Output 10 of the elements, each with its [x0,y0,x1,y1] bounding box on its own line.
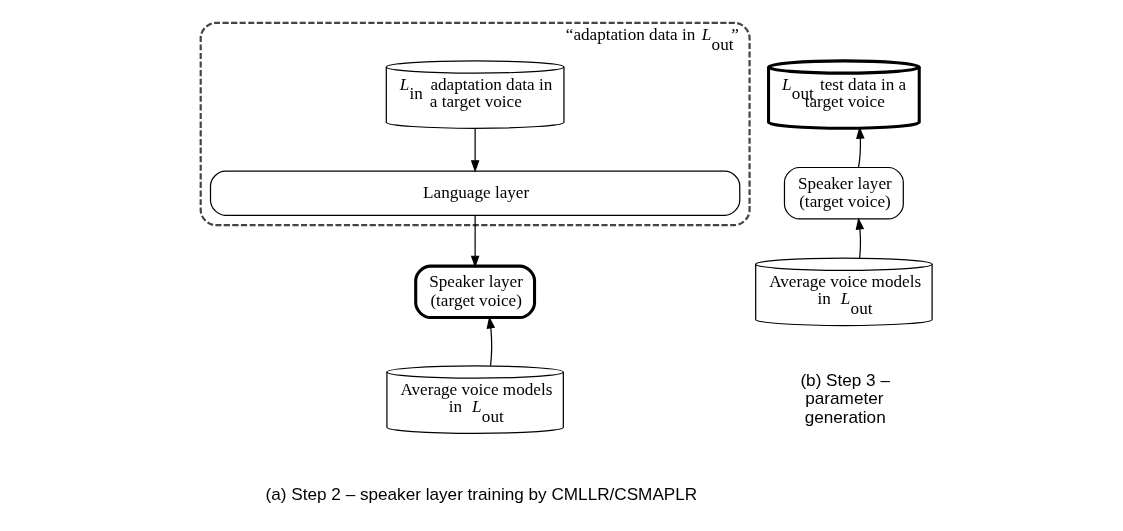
arrow [470,127,480,173]
label: (b) Step 3 – parameter generation [800,369,890,427]
arrow [486,316,496,367]
arrow [470,214,480,268]
arrow [856,126,865,168]
arrow [855,217,865,259]
node-box: Speaker layer (target voice) [783,166,904,220]
node-box: Language layer [209,170,741,216]
label: (a) Step 2 – speaker layer training by CMLLR/CSMAPLR [265,484,698,505]
node-box: Speaker layer (target voice) [414,264,537,320]
